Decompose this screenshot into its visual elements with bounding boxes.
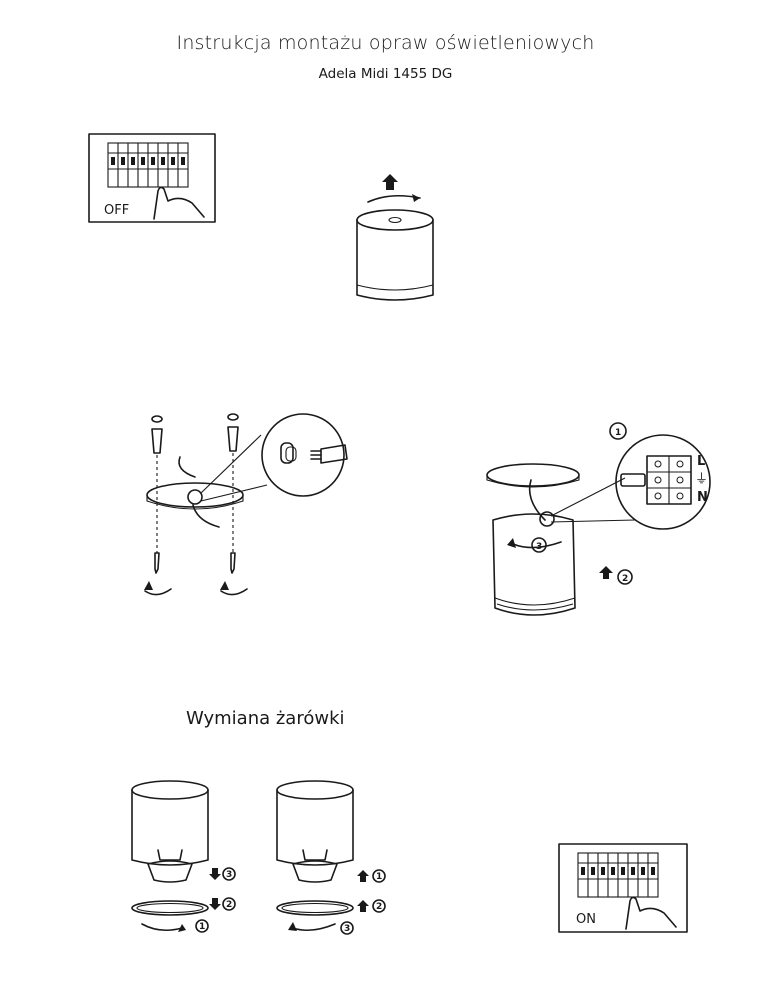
arrow-down-icon [209, 868, 221, 880]
rotate-icon [367, 194, 421, 203]
arrow-up-icon [357, 870, 369, 882]
on-label: ON [576, 912, 596, 927]
terminal-block-detail: L ⏚ N [615, 434, 711, 530]
product-model: Adela Midi 1455 DG [318, 66, 453, 82]
step-3-badge: 3 [222, 867, 236, 881]
ground-symbol: ⏚ [695, 472, 708, 487]
svg-text:3: 3 [344, 924, 350, 934]
breaker-switches [577, 852, 659, 898]
svg-text:3: 3 [536, 542, 542, 552]
step-1-badge: 1 [372, 869, 386, 883]
rotate-icon [512, 541, 562, 549]
neutral-label: N [697, 490, 708, 505]
breaker-panel-on-figure: ON [558, 843, 688, 933]
wall-plugs [151, 413, 239, 454]
svg-text:3: 3 [226, 870, 232, 880]
svg-text:2: 2 [376, 902, 382, 912]
rotate-icon [220, 588, 248, 596]
page-title: Instrukcja montażu opraw oświetleniowych [176, 32, 595, 54]
wiring-figure: 1 L ⏚ N 3 2 [486, 422, 711, 616]
breaker-switches [107, 142, 189, 188]
rotate-icon [144, 588, 172, 596]
hand-icon [153, 186, 205, 220]
bulb-removal-figure: 3 2 1 [131, 780, 236, 933]
step-2-badge: 2 [372, 899, 386, 913]
step-1-badge: 1 [609, 422, 627, 440]
step-2-badge: 2 [617, 569, 633, 585]
screws [154, 552, 236, 574]
bulb-installation-figure: 1 2 3 [276, 780, 386, 935]
step-2-badge: 2 [222, 897, 236, 911]
hand-icon [625, 896, 677, 930]
breaker-panel-off-figure: OFF [88, 133, 216, 223]
svg-text:2: 2 [226, 900, 232, 910]
step-3-badge: 3 [340, 921, 354, 935]
arrow-up-icon [357, 900, 369, 912]
arrow-up-icon [599, 566, 613, 579]
step-1-badge: 1 [195, 919, 209, 933]
svg-text:2: 2 [622, 574, 628, 584]
arrow-down-icon [209, 898, 221, 910]
mounting-plate-figure [144, 413, 348, 596]
wire-connector-detail [261, 413, 348, 497]
live-label: L [697, 454, 705, 469]
step-3-badge: 3 [531, 537, 547, 553]
svg-text:1: 1 [199, 922, 205, 932]
off-label: OFF [104, 203, 129, 218]
svg-text:1: 1 [376, 872, 382, 882]
arrow-up-icon [382, 174, 398, 190]
svg-text:1: 1 [615, 428, 621, 438]
housing-removal-figure [356, 174, 434, 301]
section-heading-bulb-replacement: Wymiana żarówki [186, 708, 345, 729]
